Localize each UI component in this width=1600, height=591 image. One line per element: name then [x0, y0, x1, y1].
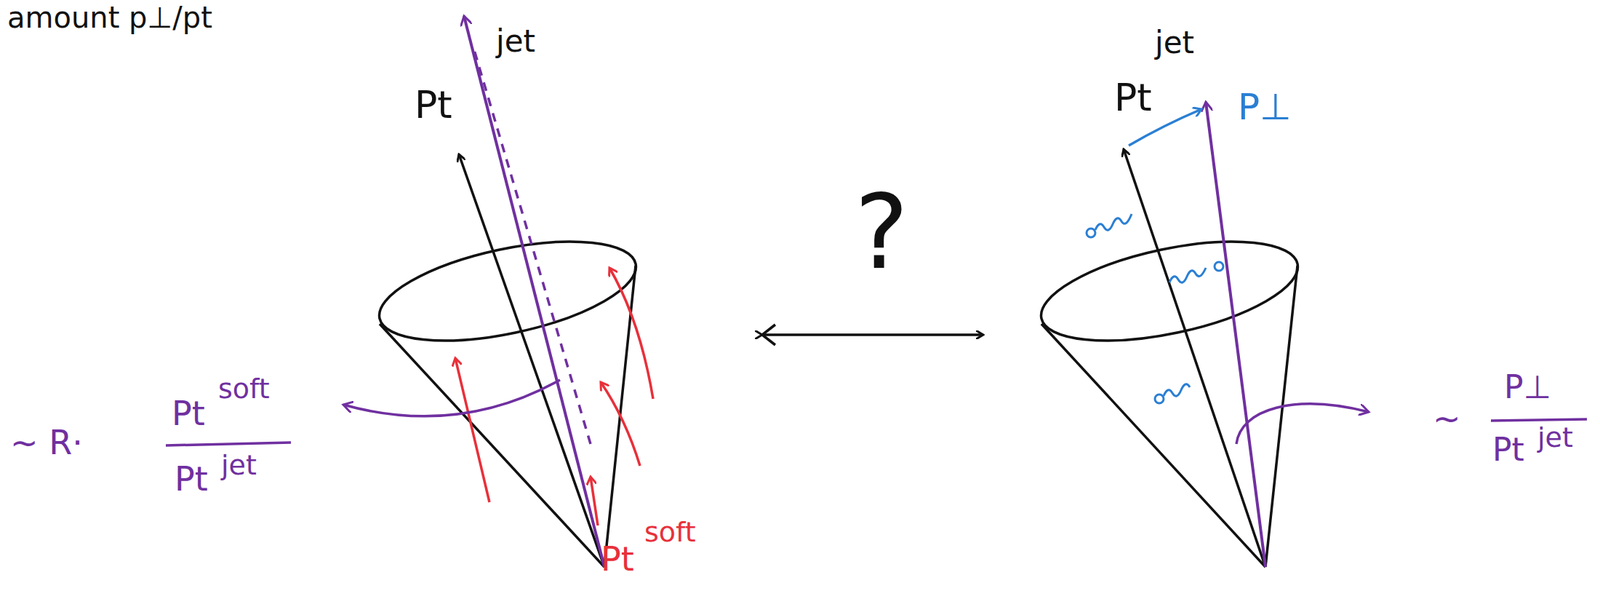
formula-prefix: ~ R· [10, 425, 83, 459]
momentum-symbol: Pt [1114, 78, 1152, 117]
jet-axis-arrow [1123, 149, 1266, 567]
formula-prefix: ~ [1432, 401, 1462, 435]
superscript: soft [218, 374, 270, 403]
angle-leader [343, 379, 560, 416]
deflected-jet-arrow [1205, 101, 1266, 567]
superscript: soft [644, 517, 696, 546]
fraction-bar [1490, 418, 1587, 421]
momentum-symbol: Pt [171, 396, 206, 430]
superscript: jet [1537, 423, 1574, 451]
gluon-squiggles [1086, 213, 1224, 403]
superscript: jet [496, 26, 536, 57]
superscript: jet [1154, 27, 1195, 59]
momentum-symbol: P⊥ [1504, 370, 1552, 403]
angle-leader [1236, 403, 1369, 444]
momentum-symbol: P⊥ [1237, 88, 1292, 126]
jet-axis-arrow [458, 154, 605, 567]
left-cone [370, 222, 645, 567]
momentum-symbol: Pt [174, 461, 208, 496]
caption-text: amount p⊥/pt [7, 2, 213, 32]
momentum-symbol: Pt [414, 85, 453, 124]
question-mark: ? [854, 181, 909, 284]
dashed-jet-direction [472, 45, 591, 444]
double-arrow-head [762, 324, 776, 345]
soft-particle-arrows [455, 267, 654, 526]
superscript: jet [221, 450, 257, 479]
right-cone [1032, 222, 1307, 567]
double-arrow [762, 333, 984, 336]
fraction-bar [165, 442, 291, 446]
momentum-symbol: Pt [1492, 433, 1525, 466]
momentum-symbol: Pt [600, 541, 635, 576]
